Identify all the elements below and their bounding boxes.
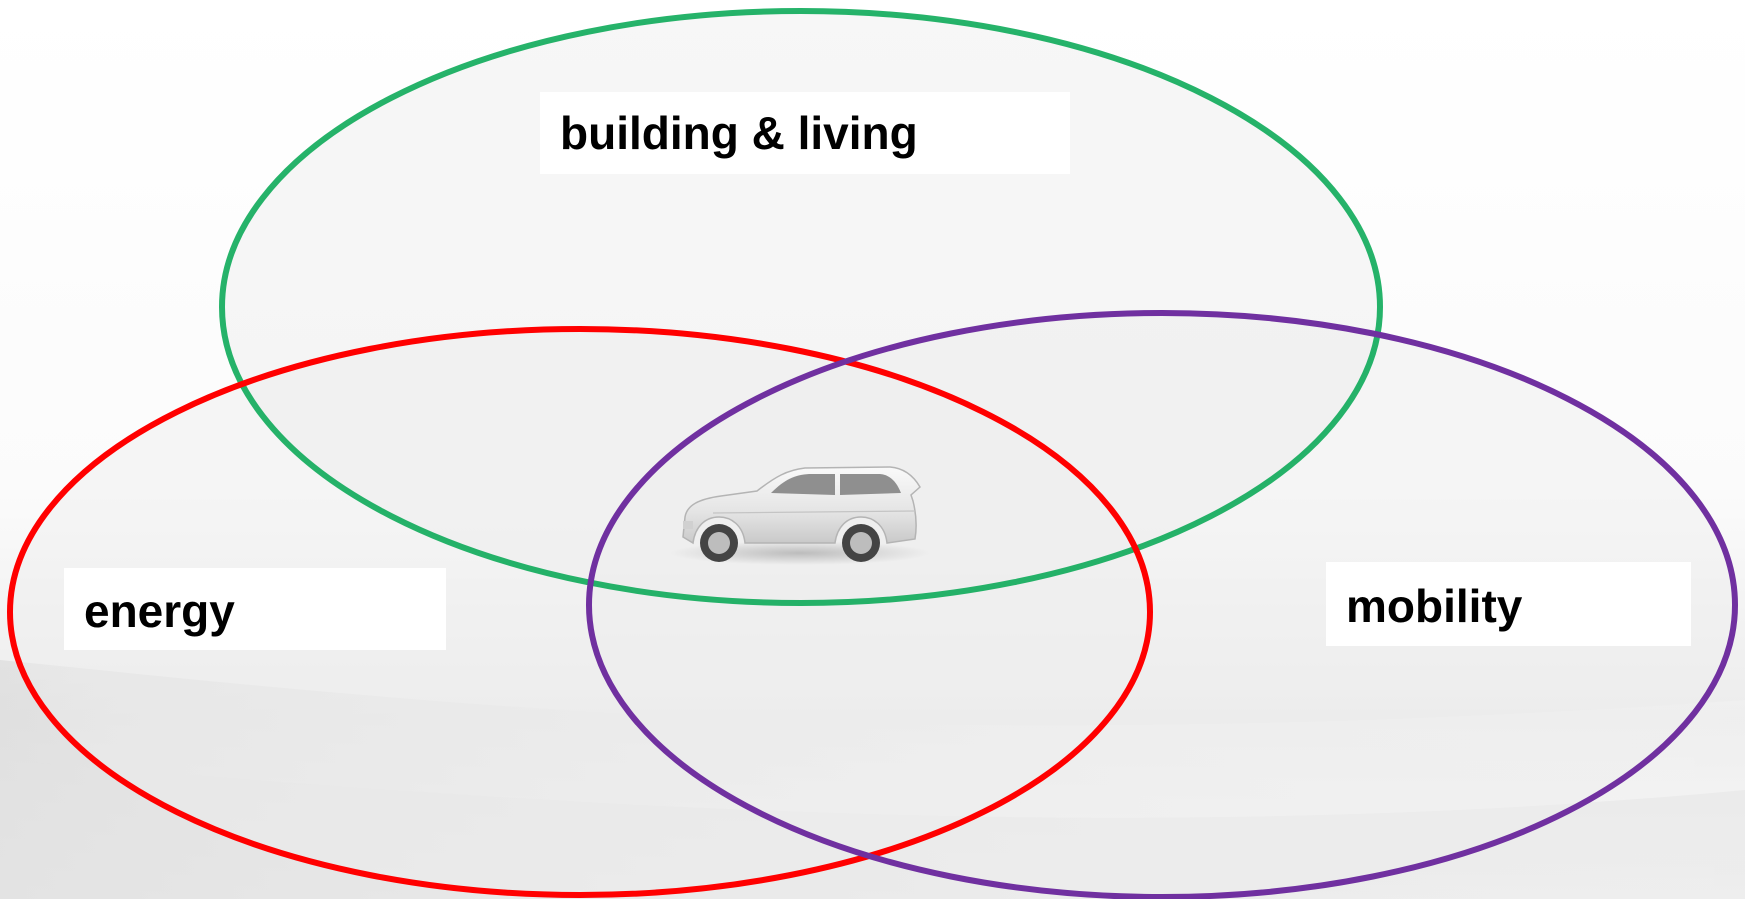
mobility-fill xyxy=(589,313,1735,897)
building-living-label-text: building & living xyxy=(560,107,918,159)
energy-label-text: energy xyxy=(84,585,235,637)
energy-circle xyxy=(7,326,1153,898)
background-swoosh xyxy=(0,660,1745,899)
mobility-label-text: mobility xyxy=(1346,580,1523,632)
mobility-circle xyxy=(586,310,1738,899)
building-living-circle xyxy=(219,8,1383,606)
building-living-fill xyxy=(222,11,1380,603)
building-living-label: building & living xyxy=(540,92,1070,174)
energy-label: energy xyxy=(64,568,446,650)
mobility-label: mobility xyxy=(1326,562,1691,646)
car-icon xyxy=(670,466,930,565)
background-swoosh-lower xyxy=(0,760,1745,899)
